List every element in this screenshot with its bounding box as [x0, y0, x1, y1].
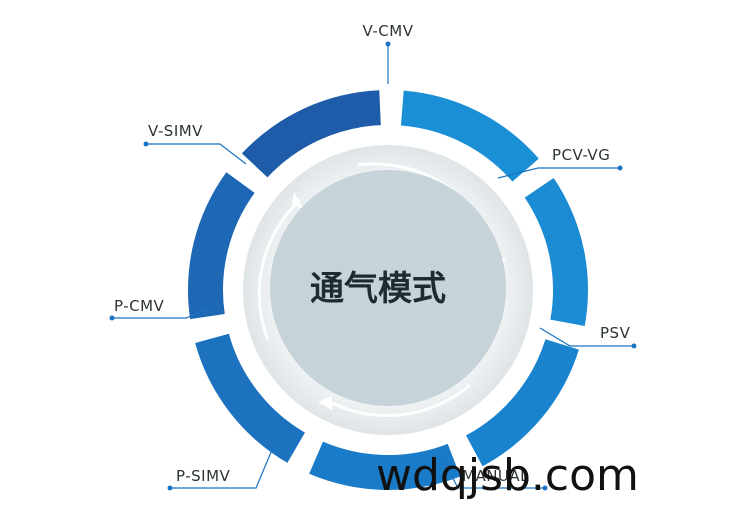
mode-label-p-simv: P-SIMV — [176, 467, 231, 485]
mode-label-manual: MANUAL — [462, 467, 529, 485]
ring-segment-v-cmv — [400, 90, 539, 182]
flow-arrowhead-bottom-icon — [318, 396, 332, 410]
mode-label-v-simv: V-SIMV — [148, 122, 203, 140]
ring-segment-manual — [309, 441, 461, 490]
ring-segment-pcv-vg — [524, 177, 588, 326]
mode-label-v-cmv: V-CMV — [363, 22, 414, 40]
ring-segment-v-simv — [241, 90, 381, 178]
mode-label-psv: PSV — [600, 324, 631, 342]
flow-arrowhead-left-icon — [292, 192, 304, 210]
mode-leaders — [109, 41, 637, 491]
watermark-text: wdqjsb.com — [376, 450, 639, 501]
center-circle — [270, 170, 506, 406]
center-title: 通气模式 — [310, 269, 446, 309]
ring-segment-psv — [466, 339, 579, 467]
mode-ring-segments — [188, 90, 588, 490]
ring-segment-p-cmv — [188, 172, 255, 320]
mode-label-pcv-vg: PCV-VG — [552, 146, 610, 164]
mode-label-p-cmv: P-CMV — [114, 297, 165, 315]
ring-segment-p-simv — [195, 333, 305, 463]
